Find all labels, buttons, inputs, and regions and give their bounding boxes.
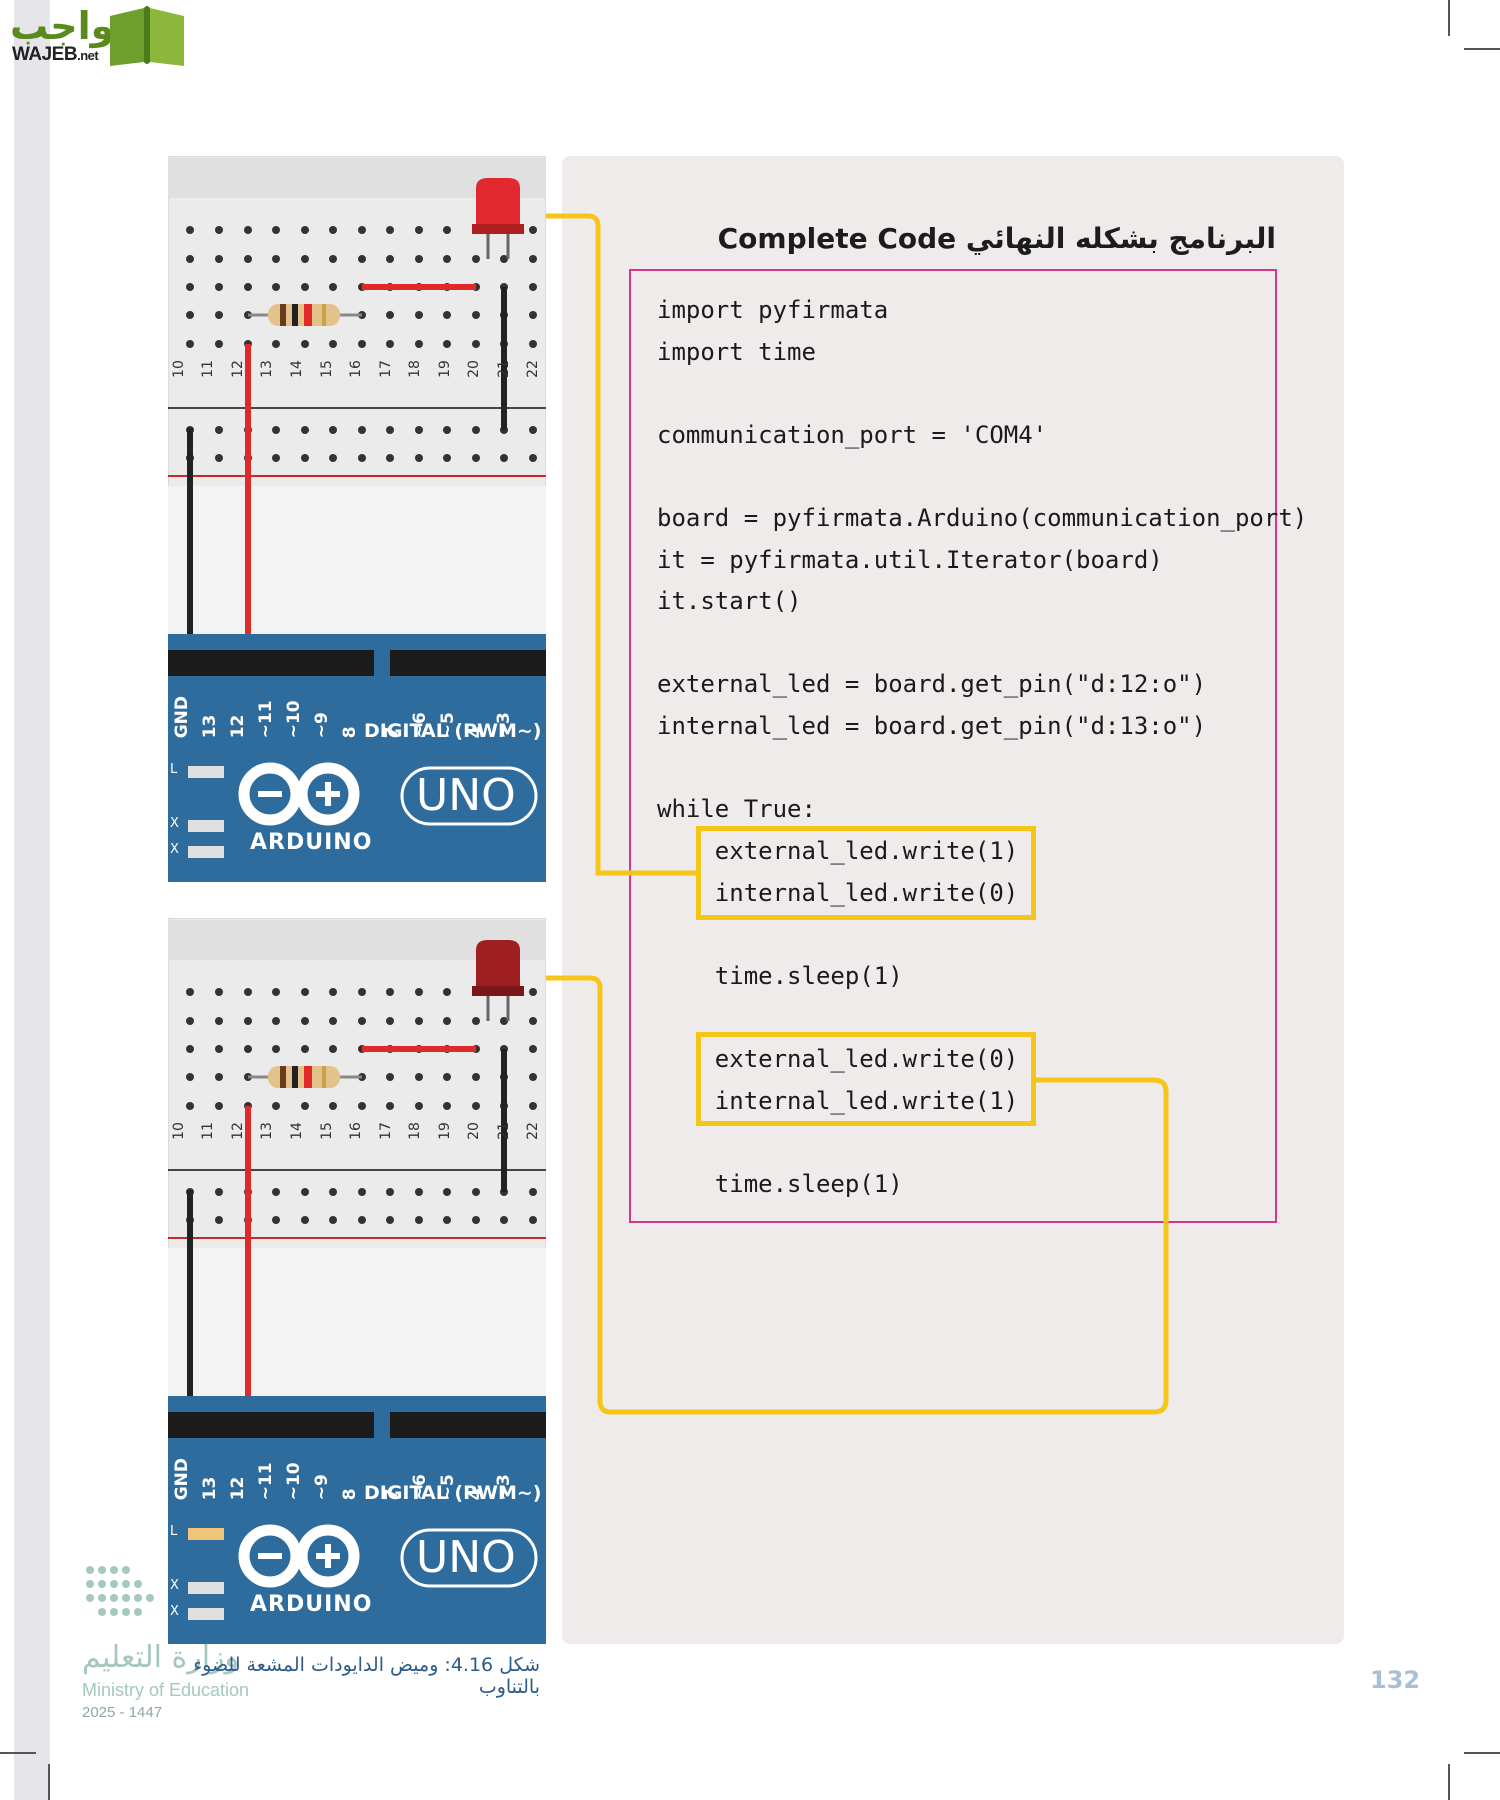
pin-label: GND	[172, 696, 192, 739]
arduino-brand: ARDUINO	[250, 1592, 373, 1617]
row-label: 13	[259, 360, 276, 378]
row-label: 22	[525, 360, 542, 378]
row-labels: 10 11 12 13 14 15 16 17 18 19 20 21 22	[164, 360, 548, 378]
crop-mark	[0, 1752, 36, 1754]
book-logo-icon	[110, 6, 184, 66]
pin-label: 13	[200, 1476, 220, 1501]
pin-label: ~10	[284, 700, 304, 739]
row-label: 16	[347, 1122, 364, 1140]
digital-label: DIGITAL (PWM~)	[364, 720, 542, 742]
ministry-name-arabic: وزارة التعليم	[82, 1640, 240, 1675]
code-line: internal_led = board.get_pin("d:13:o")	[657, 712, 1207, 740]
row-label: 10	[170, 360, 187, 378]
pin-label: ~9	[312, 1474, 332, 1501]
row-label: 20	[466, 1122, 483, 1140]
row-label: 14	[288, 360, 305, 378]
crop-mark	[1448, 0, 1450, 36]
row-label: 12	[229, 360, 246, 378]
figure-caption: شكل 4.16: وميض الدايودات المشعة للضوء با…	[193, 1654, 540, 1698]
page-side-strip	[14, 0, 50, 1800]
code-line: time.sleep(1)	[657, 1170, 903, 1198]
digital-label: DIGITAL (PWM~)	[364, 1482, 542, 1504]
ministry-logo-icon	[86, 1566, 154, 1616]
row-label: 18	[407, 360, 424, 378]
row-label: 21	[495, 1122, 512, 1140]
row-label: 11	[200, 1122, 217, 1140]
panel-title: البرنامج بشكله النهائي Complete Code	[717, 222, 1276, 255]
side-label: L	[170, 762, 178, 777]
code-line: import pyfirmata	[657, 296, 889, 324]
row-label: 15	[318, 1122, 335, 1140]
row-label: 14	[288, 1122, 305, 1140]
side-label: L	[170, 1524, 178, 1539]
code-line: communication_port = 'COM4'	[657, 421, 1048, 449]
side-label: X	[170, 1578, 179, 1593]
row-label: 19	[436, 1122, 453, 1140]
site-logo-arabic: واجب	[10, 4, 115, 48]
pin-label: 12	[228, 1476, 248, 1501]
row-label: 15	[318, 360, 335, 378]
code-line: external_led.write(0)	[657, 1045, 1019, 1073]
pin-label: ~9	[312, 712, 332, 739]
ministry-name-english: Ministry of Education	[82, 1680, 250, 1700]
crop-mark	[1464, 1752, 1500, 1754]
pin-label: 8	[340, 726, 360, 739]
side-label: X	[170, 842, 179, 857]
row-label: 10	[170, 1122, 187, 1140]
code-line: internal_led.write(1)	[657, 1087, 1019, 1115]
arduino-brand: ARDUINO	[250, 830, 373, 855]
row-label: 17	[377, 1122, 394, 1140]
circuit-board-bottom: 10 11 12 13 14 15 16 17 18 19 20 21 22 GND 13 12 ~11 ~10…	[167, 917, 547, 1644]
pin-label: ~10	[284, 1462, 304, 1501]
highlight-box-second	[696, 1032, 1036, 1126]
code-line: import time	[657, 338, 816, 366]
row-label: 11	[200, 360, 217, 378]
circuit-board-top: 10 11 12 13 14 15 16 17 18 19 20 21 22 GND 13 12 ~11 ~10…	[167, 155, 547, 882]
site-logo-latin: WAJEB.net	[12, 44, 99, 65]
pin-label: 12	[228, 714, 248, 739]
row-label: 17	[377, 360, 394, 378]
row-label: 18	[407, 1122, 424, 1140]
side-label: X	[170, 816, 179, 831]
crop-mark	[1448, 1764, 1450, 1800]
code-line: while True:	[657, 795, 816, 823]
row-label: 20	[466, 360, 483, 378]
highlight-box-first	[696, 826, 1036, 920]
pin-label: ~11	[256, 1462, 276, 1501]
code-line: it.start()	[657, 587, 802, 615]
pin-label: 8	[340, 1488, 360, 1501]
code-line: board = pyfirmata.Arduino(communication_…	[657, 504, 1308, 532]
uno-model: UNO	[416, 1532, 516, 1583]
pin-label: ~11	[256, 700, 276, 739]
code-line: time.sleep(1)	[657, 962, 903, 990]
code-line: internal_led.write(0)	[657, 879, 1019, 907]
code-line: it = pyfirmata.util.Iterator(board)	[657, 546, 1163, 574]
row-label: 21	[495, 360, 512, 378]
pin-label: GND	[172, 1458, 192, 1501]
breadboard-arduino-graphic	[167, 155, 547, 882]
crop-mark	[48, 1764, 50, 1800]
code-line: external_led = board.get_pin("d:12:o")	[657, 670, 1207, 698]
pin-label: 13	[200, 714, 220, 739]
code-box	[629, 269, 1277, 1223]
row-labels: 10 11 12 13 14 15 16 17 18 19 20 21 22	[164, 1122, 548, 1140]
crop-mark	[1464, 48, 1500, 50]
row-label: 12	[229, 1122, 246, 1140]
row-label: 19	[436, 360, 453, 378]
row-label: 13	[259, 1122, 276, 1140]
uno-model: UNO	[416, 770, 516, 821]
page-number: 132	[1370, 1666, 1421, 1694]
row-label: 22	[525, 1122, 542, 1140]
breadboard-arduino-graphic	[167, 917, 547, 1644]
code-line: external_led.write(1)	[657, 837, 1019, 865]
side-label: X	[170, 1604, 179, 1619]
academic-year: 2025 - 1447	[82, 1704, 163, 1721]
row-label: 16	[347, 360, 364, 378]
